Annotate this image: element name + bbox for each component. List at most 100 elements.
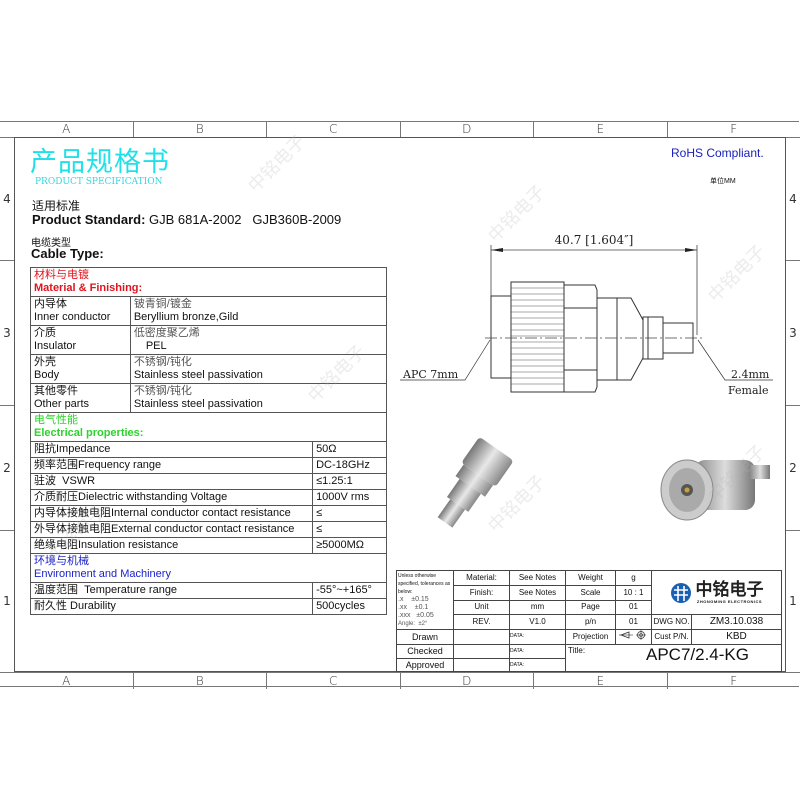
- col-marker: D: [401, 121, 534, 137]
- dwg-no-label: DWG NO.: [651, 614, 692, 630]
- checked-value: [453, 644, 510, 659]
- section-title-cn: 材料与电镀: [34, 269, 89, 281]
- material-label: Material:: [453, 570, 510, 586]
- drawn-value: [453, 629, 510, 645]
- table-row: 外导体接触电阻External conductor contact resist…: [29, 521, 387, 538]
- electrical-section-header: 电气性能 Electrical properties:: [30, 412, 387, 442]
- weight-value: g: [615, 570, 652, 586]
- row-label-cn: 其他零件: [34, 385, 78, 397]
- table-row: 绝缘电阻Insulation resistance≥5000MΩ: [29, 537, 387, 554]
- row-label: 驻波 VSWR: [29, 473, 314, 490]
- row-label-cn: 介质: [34, 327, 56, 339]
- spec-title-cn: 产品规格书: [30, 147, 170, 178]
- title-cell: Title: APC7/2.4-KG: [565, 644, 782, 672]
- row-value: ≥5000MΩ: [312, 537, 387, 554]
- company-name-en: ZHONGMING ELECTRONICS: [696, 598, 763, 604]
- scale-label: Scale: [565, 584, 616, 601]
- rohs-label: RoHS Compliant.: [671, 146, 764, 160]
- column-markers-top: A B C D E F: [0, 121, 800, 138]
- title-label: Title:: [568, 646, 586, 655]
- row-value: ≤: [312, 521, 387, 538]
- environment-section-header: 环境与机械 Environment and Machinery: [30, 553, 387, 583]
- drawn-date-label: DATA:: [509, 629, 566, 645]
- approved-date-label: DATA:: [509, 657, 566, 672]
- product-standard: Product Standard: GJB 681A-2002 GJB360B-…: [32, 212, 341, 227]
- cable-type-label: Cable Type:: [31, 246, 104, 261]
- material-section-header: 材料与电镀 Material & Finishing:: [30, 267, 387, 297]
- page-label: Page: [565, 599, 616, 616]
- col-marker: A: [0, 121, 134, 137]
- connector-technical-drawing: 40.7 [1.604″] APC 7mm 2.4mm Female: [400, 233, 773, 397]
- unit-label: Unit: [453, 599, 510, 616]
- tolerance-heading: Unless otherwise specified, tolerances a…: [398, 573, 451, 595]
- row-value-cn: 低密度聚乙烯: [133, 327, 200, 339]
- section-title-en: Electrical properties:: [34, 427, 144, 439]
- right-port-size: 2.4mm: [731, 368, 770, 381]
- material-value: See Notes: [509, 570, 566, 586]
- finish-value: See Notes: [509, 584, 566, 601]
- drawn-label: Drawn: [396, 629, 454, 645]
- weight-label: Weight: [565, 570, 616, 586]
- page-value: 01: [615, 599, 652, 616]
- row-value: -55°~+165°: [312, 582, 387, 599]
- row-value: 50Ω: [312, 441, 387, 458]
- company-logo-icon: [670, 582, 691, 603]
- row-value-en: Beryllium bronze,Gild: [133, 311, 239, 323]
- row-value: ≤: [312, 505, 387, 522]
- unit-value: mm: [509, 599, 566, 616]
- row-marker: 1: [3, 594, 11, 608]
- length-dimension: 40.7 [1.604″]: [555, 233, 634, 247]
- row-label-en: Body: [34, 369, 60, 381]
- section-title-cn: 电气性能: [34, 414, 78, 426]
- row-value-en: Stainless steel passivation: [133, 369, 263, 381]
- tolerance-note: Unless otherwise specified, tolerances a…: [396, 570, 454, 630]
- section-title-en: Material & Finishing:: [34, 282, 143, 294]
- row-label: 耐久性 Durability: [29, 598, 314, 615]
- unit-label: 单位MM: [710, 178, 736, 185]
- row-value-en: PEL: [145, 340, 167, 352]
- section-title-en: Environment and Machinery: [34, 568, 171, 580]
- approved-value: [453, 657, 510, 672]
- projection-symbol-icon: [615, 629, 652, 645]
- finish-label: Finish:: [453, 584, 510, 601]
- tolerance-angle: Angle: ±2°: [398, 621, 428, 627]
- row-value-en: Stainless steel passivation: [133, 398, 263, 410]
- row-marker: 3: [0, 260, 14, 406]
- row-marker: 2: [0, 405, 14, 531]
- col-marker: B: [134, 673, 267, 689]
- row-value: ≤1.25:1: [312, 473, 387, 490]
- row-marker: 3: [786, 260, 800, 406]
- checked-date-label: DATA:: [509, 644, 566, 659]
- standard-value: GJB 681A-2002 GJB360B-2009: [149, 212, 342, 227]
- part-title: APC7/2.4-KG: [646, 645, 749, 664]
- column-markers-bottom: A B C D E F: [0, 672, 800, 689]
- col-marker: F: [730, 674, 738, 688]
- col-marker: F: [730, 122, 738, 136]
- pn-label: p/n: [565, 614, 616, 630]
- row-label-en: Other parts: [34, 398, 90, 410]
- tolerance-x: .x ±0.15: [398, 596, 429, 603]
- table-row: 内导体接触电阻Internal conductor contact resist…: [29, 505, 387, 522]
- standard-label-cn: 适用标准: [32, 199, 81, 213]
- projection-label: Projection: [565, 629, 616, 645]
- row-label: 内导体接触电阻Internal conductor contact resist…: [29, 505, 314, 522]
- col-marker: C: [267, 673, 401, 689]
- row-label: 温度范围 Temperature range: [29, 582, 314, 599]
- row-label: 绝缘电阻Insulation resistance: [29, 537, 314, 554]
- drawing-outer-frame: [0, 121, 799, 687]
- row-value: DC-18GHz: [312, 457, 387, 474]
- col-marker: B: [134, 121, 267, 137]
- cust-pn-value: KBD: [691, 629, 782, 645]
- company-name-cn: 中铭电子: [695, 579, 764, 599]
- rev-label: REV.: [453, 614, 510, 630]
- company-logo: 中铭电子 ZHONGMING ELECTRONICS: [651, 569, 782, 616]
- section-title-cn: 环境与机械: [34, 555, 89, 567]
- checked-label: Checked: [396, 644, 454, 659]
- col-marker: E: [534, 121, 668, 137]
